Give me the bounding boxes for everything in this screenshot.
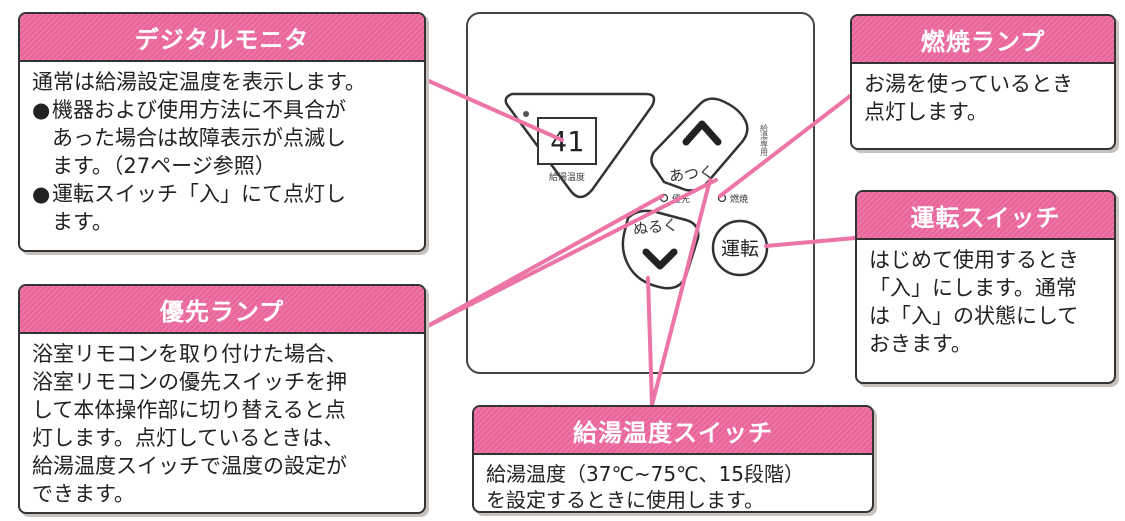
bullet-mark: ● — [32, 98, 51, 122]
digital-monitor-bullet-1-line-1: 機器および使用方法に不具合が — [52, 98, 346, 122]
callout-temp-switch: 給湯温度スイッチ 給湯温度（37℃~75℃、15段階） を設定するときに使用しま… — [472, 405, 874, 513]
operation-switch-line-4: おきます。 — [869, 332, 972, 356]
digital-monitor-bullet-2: ● 運転スイッチ「入」にて点灯し ます。 — [32, 180, 414, 236]
callout-combustion-lamp-body: お湯を使っているとき 点灯します。 — [852, 64, 1114, 134]
callout-priority-lamp: 優先ランプ 浴室リモコンを取り付けた場合、 浴室リモコンの優先スイッチを押 して… — [18, 284, 426, 514]
priority-lamp-line-5: 給湯温度スイッチで温度の設定が — [32, 454, 347, 478]
chevron-up-icon — [682, 120, 722, 146]
callout-digital-monitor-title: デジタルモニタ — [20, 14, 424, 62]
operation-switch-line-1: はじめて使用するとき — [869, 248, 1079, 272]
bullet-mark: ● — [32, 182, 51, 206]
priority-lamp-line-4: 灯します。点灯しているときは、 — [32, 426, 345, 450]
display-marker-dot — [523, 111, 529, 117]
temp-switch-line-2: を設定するときに使用します。 — [486, 488, 764, 512]
digital-monitor-intro: 通常は給湯設定温度を表示します。 — [32, 70, 366, 94]
digital-monitor-bullet-2-line-2: ます。 — [52, 210, 113, 234]
callout-operation-switch: 運転スイッチ はじめて使用するとき 「入」にします。通常 は「入」の状態にして … — [855, 190, 1116, 384]
digital-monitor-bullet-1: ● 機器および使用方法に不具合が あった場合は故障表示が点滅し ます。（27ペー… — [32, 96, 414, 180]
combustion-lamp-line-2: 点灯します。 — [864, 100, 988, 124]
priority-lamp-label: 優先 — [672, 193, 690, 205]
remote-control-drawing: 41 給湯温度 あつく 給湯専用 優先 燃焼 ぬるく 運転 — [504, 92, 769, 290]
priority-lamp-line-2: 浴室リモコンの優先スイッチを押 — [32, 370, 347, 394]
callout-priority-lamp-title: 優先ランプ — [20, 286, 424, 334]
callout-combustion-lamp-title: 燃焼ランプ — [852, 16, 1114, 64]
digital-monitor-bullet-2-line-1: 運転スイッチ「入」にて点灯し — [52, 182, 346, 206]
combustion-lamp — [717, 193, 727, 203]
combustion-lamp-line-1: お湯を使っているとき — [864, 72, 1073, 96]
priority-lamp-line-6: できます。 — [32, 482, 135, 506]
callout-priority-lamp-body: 浴室リモコンを取り付けた場合、 浴室リモコンの優先スイッチを押 して本体操作部に… — [20, 334, 424, 516]
callout-temp-switch-title: 給湯温度スイッチ — [474, 407, 872, 455]
priority-lamp-line-1: 浴室リモコンを取り付けた場合、 — [32, 342, 347, 366]
display-caption: 給湯温度 — [549, 171, 585, 183]
callout-operation-switch-body: はじめて使用するとき 「入」にします。通常 は「入」の状態にして おきます。 — [857, 240, 1114, 366]
digital-monitor-bullet-1-line-2: あった場合は故障表示が点滅し — [52, 126, 346, 150]
temp-switch-line-1: 給湯温度（37℃~75℃、15段階） — [486, 462, 805, 486]
digital-monitor-bullet-1-line-3: ます。（27ページ参照） — [52, 154, 276, 178]
operation-switch-line-2: 「入」にします。通常 — [869, 276, 1077, 300]
operation-switch-line-3: は「入」の状態にして — [869, 304, 1079, 328]
remote-control-panel: 41 給湯温度 あつく 給湯専用 優先 燃焼 ぬるく 運転 — [466, 12, 815, 374]
display-readout: 41 — [550, 125, 584, 158]
priority-lamp-line-3: して本体操作部に切り替えると点 — [32, 398, 346, 422]
priority-lamp — [659, 193, 669, 203]
combustion-lamp-label: 燃焼 — [730, 193, 748, 205]
callout-digital-monitor: デジタルモニタ 通常は給湯設定温度を表示します。 ● 機器および使用方法に不具合… — [18, 12, 426, 252]
callout-operation-switch-title: 運転スイッチ — [857, 192, 1114, 240]
callout-digital-monitor-body: 通常は給湯設定温度を表示します。 ● 機器および使用方法に不具合が あった場合は… — [20, 62, 424, 244]
callout-combustion-lamp: 燃焼ランプ お湯を使っているとき 点灯します。 — [850, 14, 1116, 150]
callout-temp-switch-body: 給湯温度（37℃~75℃、15段階） を設定するときに使用します。 — [474, 455, 872, 521]
model-side-label: 給湯専用 — [760, 123, 769, 157]
power-button-label: 運転 — [721, 238, 759, 260]
